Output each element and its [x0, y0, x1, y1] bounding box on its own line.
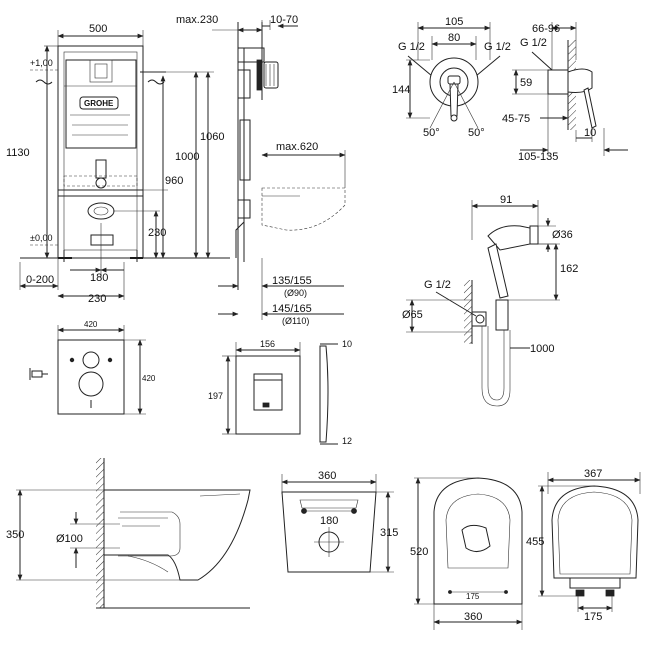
side-pipe-2-top: 145/165: [272, 303, 312, 315]
mixer-angle-right: 50°: [468, 127, 485, 139]
side-max-620: max.620: [276, 141, 318, 153]
top-spacing-175: 175: [466, 592, 480, 601]
mixer-thread-side: G 1/2: [520, 37, 547, 49]
frame-height-1000: 1000: [175, 151, 199, 163]
pad-height-label: 420: [142, 374, 156, 383]
frame-front-view: 500 GROHE +1,00: [6, 23, 230, 305]
mixer-views: 105 80 G 1/2 G 1/2 144 50° 50° 66-96: [392, 16, 628, 163]
mixer-dim-105-135: 105-135: [518, 151, 558, 163]
frame-bottom-0-200: 0-200: [26, 274, 54, 286]
level-zero-label: ±0,00: [30, 233, 52, 243]
sound-pad-view: 420 420: [29, 320, 156, 415]
frame-height-960: 960: [165, 175, 183, 187]
mixer-dim-10: 10: [584, 127, 596, 139]
side-pipe-2-sub: (Ø110): [282, 316, 309, 326]
back-width-360: 360: [318, 470, 336, 482]
frame-side-view: max.230 10-70 max.620 135/155 (Ø90) 145/…: [176, 14, 346, 326]
seat-spacing-175: 175: [584, 611, 602, 623]
top-length-520: 520: [410, 546, 428, 558]
seat-view: 367 175 455: [526, 468, 641, 623]
frame-bottom-230: 230: [88, 293, 106, 305]
frame-bottom-180: 180: [90, 272, 108, 284]
mixer-dim-144: 144: [392, 84, 410, 96]
hygienic-shower-view: 91 Ø36 162 G 1/2 Ø65 1000: [402, 194, 578, 407]
pad-width-label: 420: [84, 320, 98, 329]
frame-height-230: 230: [148, 227, 166, 239]
bowl-top-view: 175 520 360: [410, 477, 523, 630]
side-pipe-1-top: 135/155: [272, 275, 312, 287]
level-plus-label: +1,00: [30, 58, 53, 68]
mixer-thread-right: G 1/2: [484, 41, 511, 53]
seat-length-455: 455: [526, 536, 544, 548]
shower-dim-162: 162: [560, 263, 578, 275]
shower-dia-36: Ø36: [552, 229, 573, 241]
frame-height-1060: 1060: [200, 131, 224, 143]
shower-dim-91: 91: [500, 194, 512, 206]
mixer-dim-66-96: 66-96: [532, 23, 560, 35]
plate-width-label: 156: [260, 339, 275, 349]
shower-thread: G 1/2: [424, 279, 451, 291]
plate-depth-10: 10: [342, 339, 352, 349]
mixer-dim-59: 59: [520, 77, 532, 89]
back-spacing-180: 180: [320, 515, 338, 527]
plate-depth-12: 12: [342, 436, 352, 446]
frame-width-label: 500: [89, 23, 107, 35]
frame-brand-label: GROHE: [84, 99, 114, 108]
shower-hose-1000: 1000: [530, 343, 554, 355]
mixer-dim-105: 105: [445, 16, 463, 28]
mixer-angle-left: 50°: [423, 127, 440, 139]
bowl-height-350: 350: [6, 529, 24, 541]
side-pipe-1-sub: (Ø90): [284, 288, 307, 298]
bowl-back-view: 360 180 315: [281, 470, 398, 573]
seat-width-367: 367: [584, 468, 602, 480]
bowl-side-view: 350 Ø100: [6, 458, 251, 609]
mixer-thread-left: G 1/2: [398, 41, 425, 53]
side-range-10-70: 10-70: [270, 14, 298, 26]
bowl-dia-100: Ø100: [56, 533, 83, 545]
frame-height-1130: 1130: [6, 147, 30, 159]
mixer-dim-45-75: 45-75: [502, 113, 530, 125]
back-height-315: 315: [380, 527, 398, 539]
shower-dia-65: Ø65: [402, 309, 423, 321]
mixer-dim-80: 80: [448, 32, 460, 44]
flush-plate-view: 156 197 10 12: [208, 339, 352, 446]
top-width-360: 360: [464, 611, 482, 623]
side-max-230: max.230: [176, 14, 218, 26]
plate-height-label: 197: [208, 391, 223, 401]
